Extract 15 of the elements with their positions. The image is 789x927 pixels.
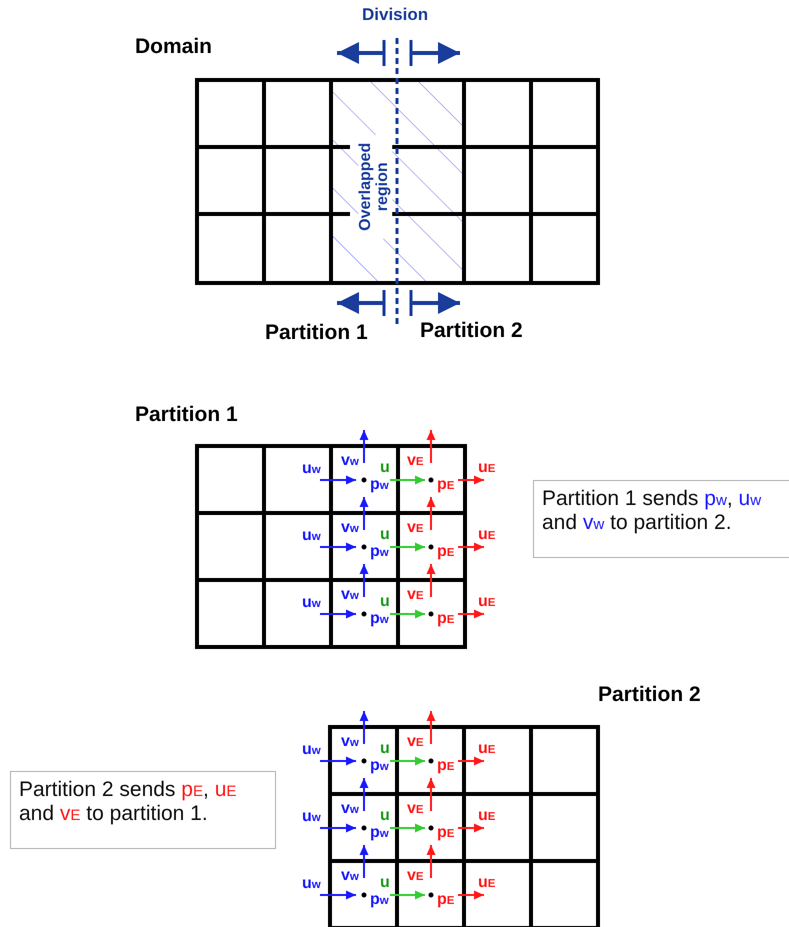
heading: Partition 2 <box>598 684 701 705</box>
note-box <box>10 771 276 850</box>
region-label: Overlapped region <box>358 134 392 239</box>
heading: Domain <box>135 36 212 57</box>
variable-label: u <box>380 741 390 757</box>
variable-label: u <box>380 594 390 610</box>
heading: Partition 1 <box>135 404 238 425</box>
partition-label: Partition 2 <box>420 320 523 341</box>
partition-label: Partition 1 <box>265 322 368 343</box>
variable-label: u <box>380 875 390 891</box>
note-box <box>533 480 789 558</box>
variable-label: u <box>380 527 390 543</box>
variable-label: u <box>380 808 390 824</box>
variable-label: u <box>380 460 390 476</box>
division-label: Division <box>362 6 428 23</box>
